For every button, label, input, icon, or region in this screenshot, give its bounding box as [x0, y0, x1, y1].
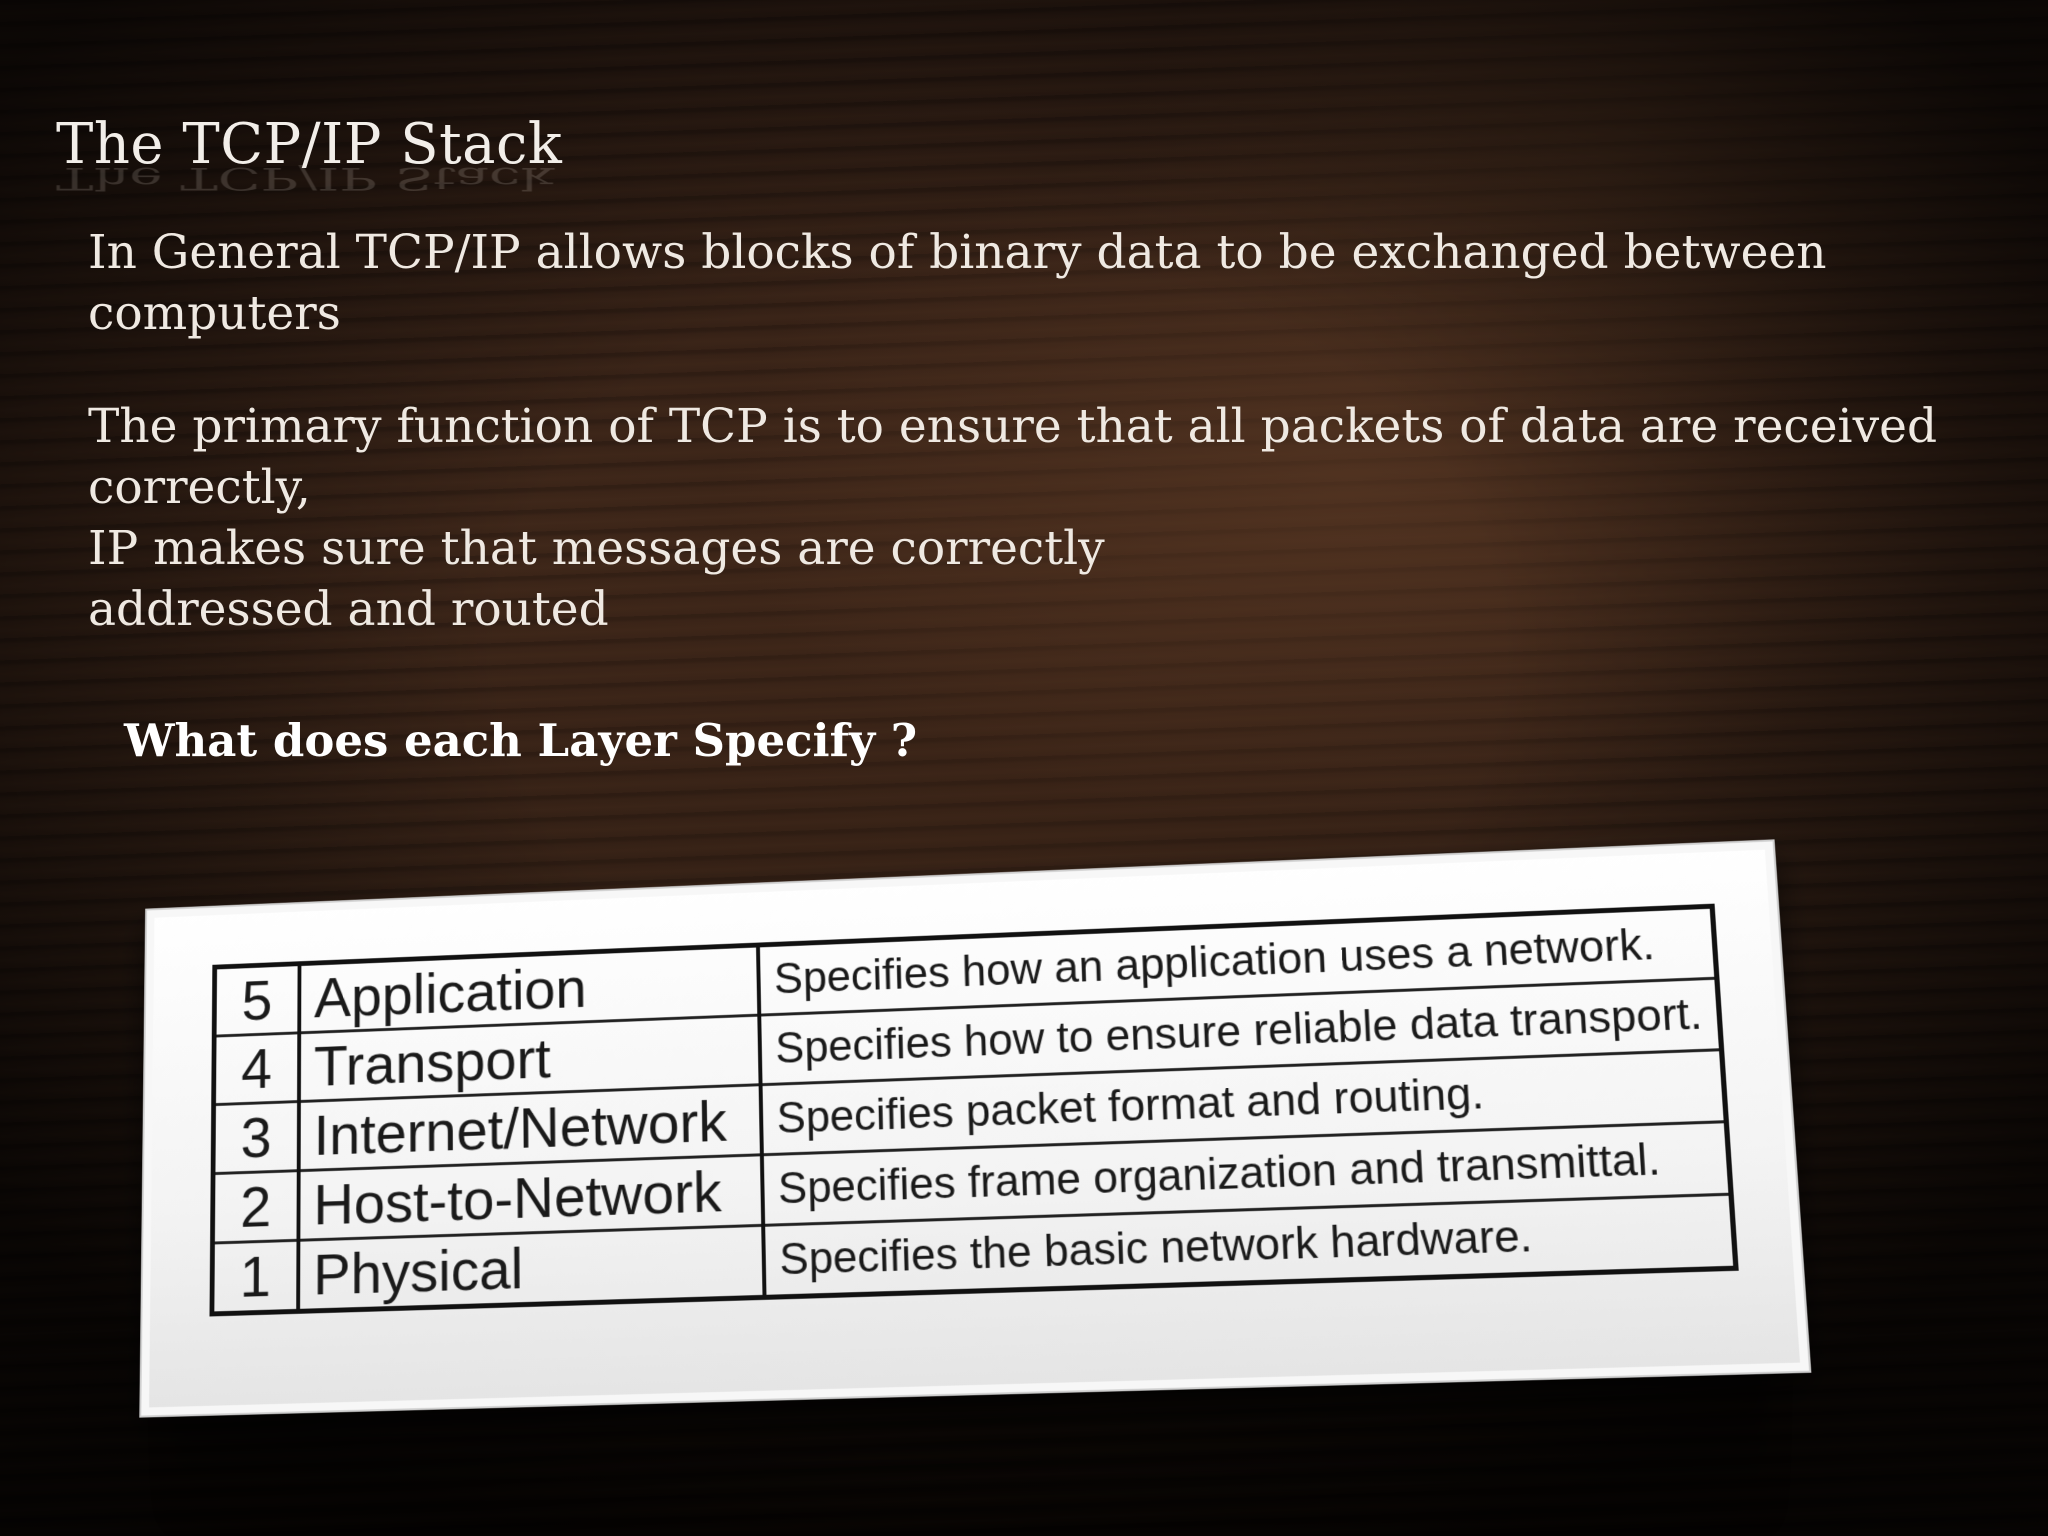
- slide-title: The TCP/IP Stack: [56, 112, 563, 177]
- layers-table-figure: 5 Application Specifies how an applicati…: [110, 839, 1812, 1470]
- intro-paragraph: In General TCP/IP allows blocks of binar…: [88, 225, 1827, 341]
- title-reflection: The TCP/IP Stack: [56, 160, 555, 196]
- layer-number: 2: [212, 1170, 299, 1244]
- layer-number: 3: [213, 1101, 299, 1174]
- layer-number: 5: [214, 963, 300, 1037]
- layers-table: 5 Application Specifies how an applicati…: [209, 903, 1739, 1317]
- layer-name: Physical: [297, 1225, 765, 1312]
- layer-question: What does each Layer Specify ?: [124, 714, 918, 767]
- tcp-ip-function-paragraph: The primary function of TCP is to ensure…: [88, 399, 1938, 637]
- layer-number: 4: [213, 1032, 299, 1105]
- layer-number: 1: [211, 1240, 298, 1314]
- layers-table-card: 5 Application Specifies how an applicati…: [139, 839, 1812, 1418]
